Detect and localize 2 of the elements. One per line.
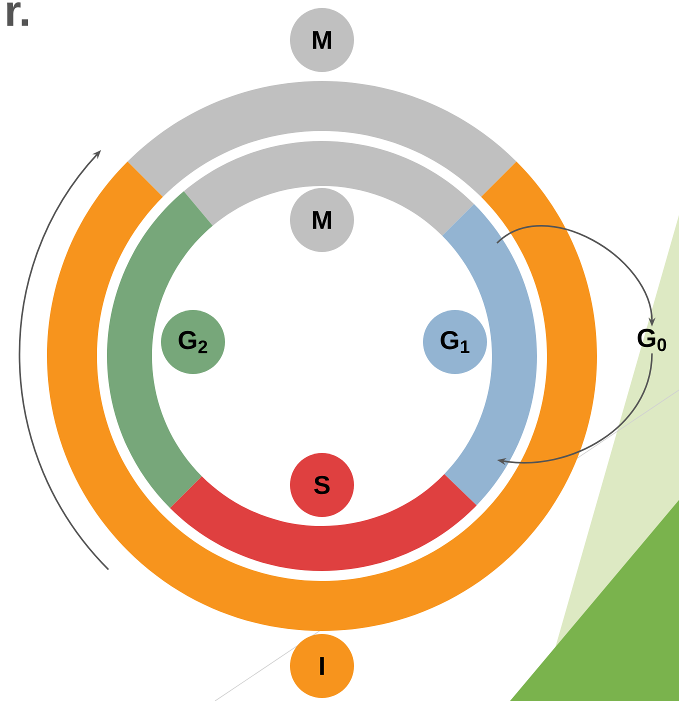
phase-label: G$_{0}$	[638, 328, 666, 352]
title-fragment: r.	[7, 2, 28, 26]
